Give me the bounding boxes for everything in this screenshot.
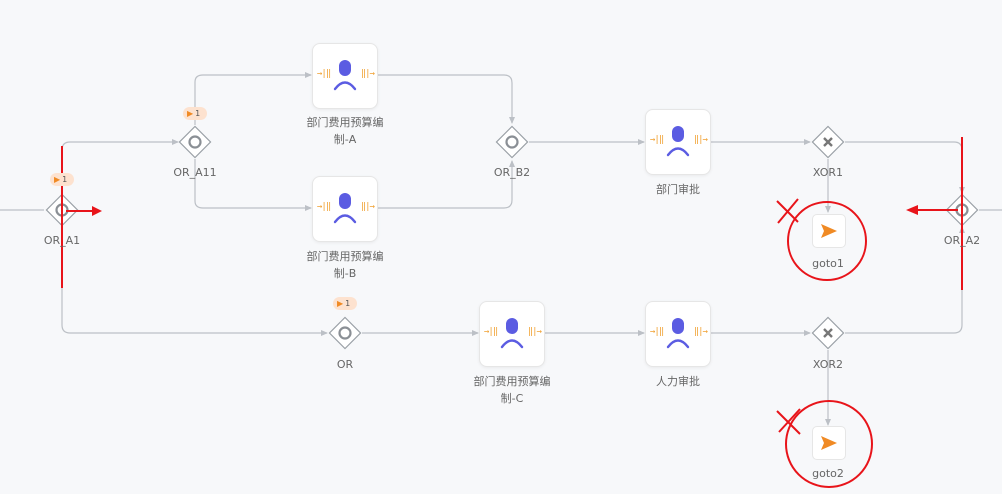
gateway-label-or-b2: OR_B2	[493, 166, 531, 179]
task-node-hr-approval[interactable]: →|‖ ‖|→	[645, 301, 711, 367]
task-node-dept-approval[interactable]: →|‖ ‖|→	[645, 109, 711, 175]
gateway-xor1[interactable]	[811, 125, 845, 159]
goto-label-goto2: goto2	[812, 467, 844, 480]
gateway-xor2[interactable]	[811, 316, 845, 350]
input-pin-icon: →|‖	[650, 135, 664, 145]
person-icon	[333, 193, 357, 224]
red-circle-goto2	[785, 400, 873, 488]
person-icon	[666, 126, 690, 157]
task-node-budget-c[interactable]: →|‖ ‖|→	[479, 301, 545, 367]
edge-xor2-to-or-a2	[845, 226, 965, 334]
red-annotations	[61, 137, 963, 488]
task-label-budget-a: 部门费用预算编 制-A	[306, 116, 384, 146]
gateway-or-a11[interactable]	[178, 125, 212, 159]
input-pin-icon: →|‖	[317, 69, 331, 79]
token-badge-or-a11: ▶1	[183, 107, 207, 120]
edge-or-a1-to-or-a11	[61, 139, 179, 193]
gateway-label-or-a1: OR_A1	[43, 234, 81, 247]
task-label-dept-approval: 部门审批	[656, 183, 700, 196]
gateway-label-or-a11: OR_A11	[173, 166, 217, 179]
gateway-or[interactable]	[328, 316, 362, 350]
edge-budget-a-to-or-b2	[378, 74, 515, 124]
edge-xor1-to-or-a2	[845, 141, 965, 194]
edge-budget-b-to-or-b2	[378, 160, 515, 209]
gateway-label-or-a2: OR_A2	[943, 234, 981, 247]
edge-or-a11-to-budget-a	[194, 72, 312, 125]
token-badge-or-a1: ▶1	[50, 173, 74, 186]
play-icon: ▶	[337, 299, 344, 308]
task-node-budget-b[interactable]: →|‖ ‖|→	[312, 176, 378, 242]
output-pin-icon: ‖|→	[693, 327, 708, 337]
red-circle-goto1	[787, 201, 867, 281]
output-pin-icon: ‖|→	[527, 327, 542, 337]
input-pin-icon: →|‖	[484, 327, 498, 337]
person-icon	[500, 318, 524, 349]
token-badge-or: ▶1	[333, 297, 357, 310]
edge-or-a1-to-or	[61, 227, 328, 336]
gateway-label-or: OR	[336, 358, 354, 371]
output-pin-icon: ‖|→	[693, 135, 708, 145]
play-icon: ▶	[54, 175, 61, 184]
goto-node-goto1[interactable]	[812, 214, 846, 248]
gateway-label-xor1: XOR1	[812, 166, 844, 179]
task-label-budget-c: 部门费用预算编 制-C	[473, 375, 551, 405]
gateway-label-xor2: XOR2	[812, 358, 844, 371]
send-arrow-icon	[821, 224, 837, 238]
play-icon: ▶	[187, 109, 194, 118]
goto-label-goto1: goto1	[812, 257, 844, 270]
edge-or-a11-to-budget-b	[194, 159, 312, 211]
output-pin-icon: ‖|→	[360, 202, 375, 212]
input-pin-icon: →|‖	[650, 327, 664, 337]
task-label-budget-b: 部门费用预算编 制-B	[306, 250, 384, 280]
task-node-budget-a[interactable]: →|‖ ‖|→	[312, 43, 378, 109]
gateway-or-b2[interactable]	[495, 125, 529, 159]
goto-node-goto2[interactable]	[812, 426, 846, 460]
input-pin-icon: →|‖	[317, 202, 331, 212]
person-icon	[666, 318, 690, 349]
output-pin-icon: ‖|→	[360, 69, 375, 79]
send-arrow-icon	[821, 436, 837, 450]
person-icon	[333, 60, 357, 91]
red-cross-goto2	[776, 408, 801, 435]
task-label-hr-approval: 人力审批	[656, 375, 700, 388]
